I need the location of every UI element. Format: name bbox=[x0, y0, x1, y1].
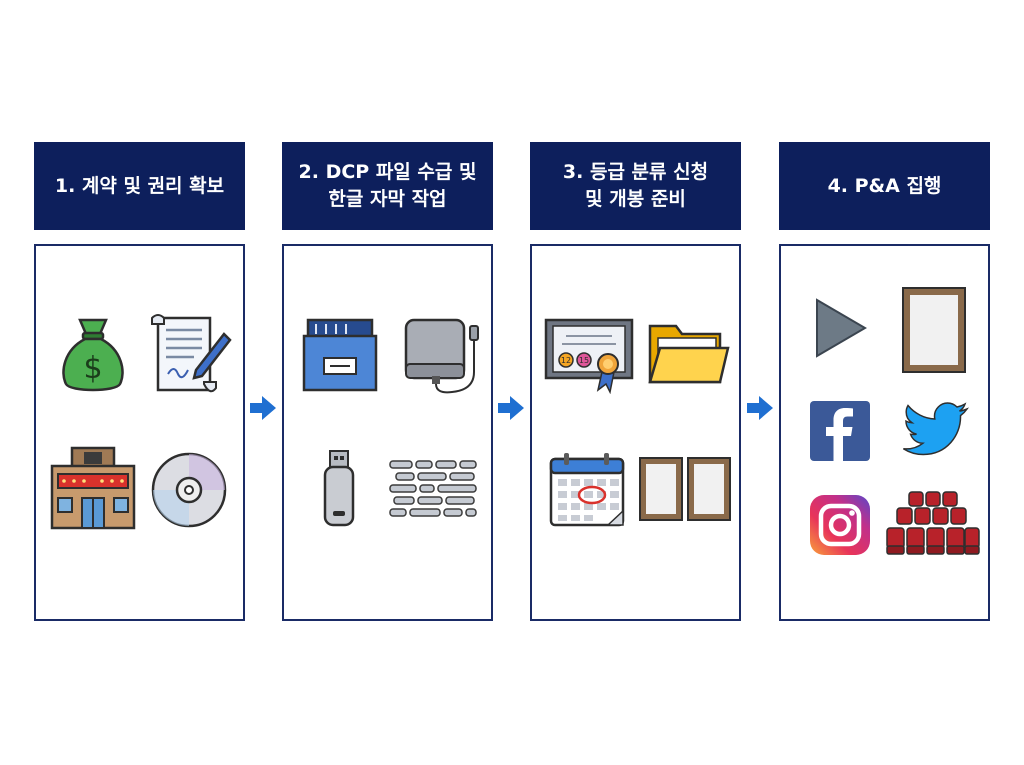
step-4-title: 4. P&A 집행 bbox=[827, 174, 942, 197]
arrow-right-icon bbox=[745, 393, 775, 423]
step-4: 4. P&A 집행 bbox=[779, 142, 990, 621]
rating-certificate-icon: 12 15 bbox=[544, 316, 634, 394]
money-bag-icon: $ bbox=[58, 314, 128, 396]
arrow-right-icon bbox=[248, 393, 278, 423]
twitter-icon bbox=[899, 402, 969, 460]
file-box-icon bbox=[302, 316, 378, 392]
step-2-title: 2. DCP 파일 수급 및 한글 자막 작업 bbox=[298, 161, 477, 210]
step-1: 1. 계약 및 권리 확보 $ bbox=[34, 142, 245, 621]
subtitle-lines-icon bbox=[388, 459, 480, 519]
play-icon bbox=[813, 296, 869, 360]
calendar-icon bbox=[548, 451, 628, 529]
step-1-header: 1. 계약 및 권리 확보 bbox=[34, 142, 245, 230]
step-3-title: 3. 등급 분류 신청 및 개봉 준비 bbox=[562, 161, 709, 210]
step-3-header: 3. 등급 분류 신청 및 개봉 준비 bbox=[530, 142, 741, 230]
step-1-title: 1. 계약 및 권리 확보 bbox=[54, 174, 225, 197]
facebook-icon bbox=[809, 400, 871, 462]
arrow-right-icon bbox=[496, 393, 526, 423]
instagram-icon bbox=[809, 494, 871, 556]
step-4-panel bbox=[779, 244, 990, 621]
usb-drive-icon bbox=[322, 449, 356, 529]
step-2: 2. DCP 파일 수급 및 한글 자막 작업 bbox=[282, 142, 493, 621]
poster-frame-icon bbox=[901, 286, 967, 374]
step-3: 3. 등급 분류 신청 및 개봉 준비 12 15 bbox=[530, 142, 741, 621]
step-2-header: 2. DCP 파일 수급 및 한글 자막 작업 bbox=[282, 142, 493, 230]
contract-signing-icon bbox=[148, 312, 232, 398]
hard-drive-icon bbox=[402, 316, 484, 396]
step-4-header: 4. P&A 집행 bbox=[779, 142, 990, 230]
step-2-panel bbox=[282, 244, 493, 621]
poster-frames-icon bbox=[636, 456, 732, 522]
step-3-panel: 12 15 bbox=[530, 244, 741, 621]
folder-icon bbox=[646, 318, 730, 388]
cinema-building-icon bbox=[46, 444, 140, 530]
svg-text:12: 12 bbox=[561, 356, 571, 365]
theater-seats-icon bbox=[885, 490, 981, 560]
svg-text:$: $ bbox=[83, 351, 102, 386]
disc-icon bbox=[150, 451, 228, 529]
svg-text:15: 15 bbox=[579, 356, 589, 365]
step-1-panel: $ bbox=[34, 244, 245, 621]
